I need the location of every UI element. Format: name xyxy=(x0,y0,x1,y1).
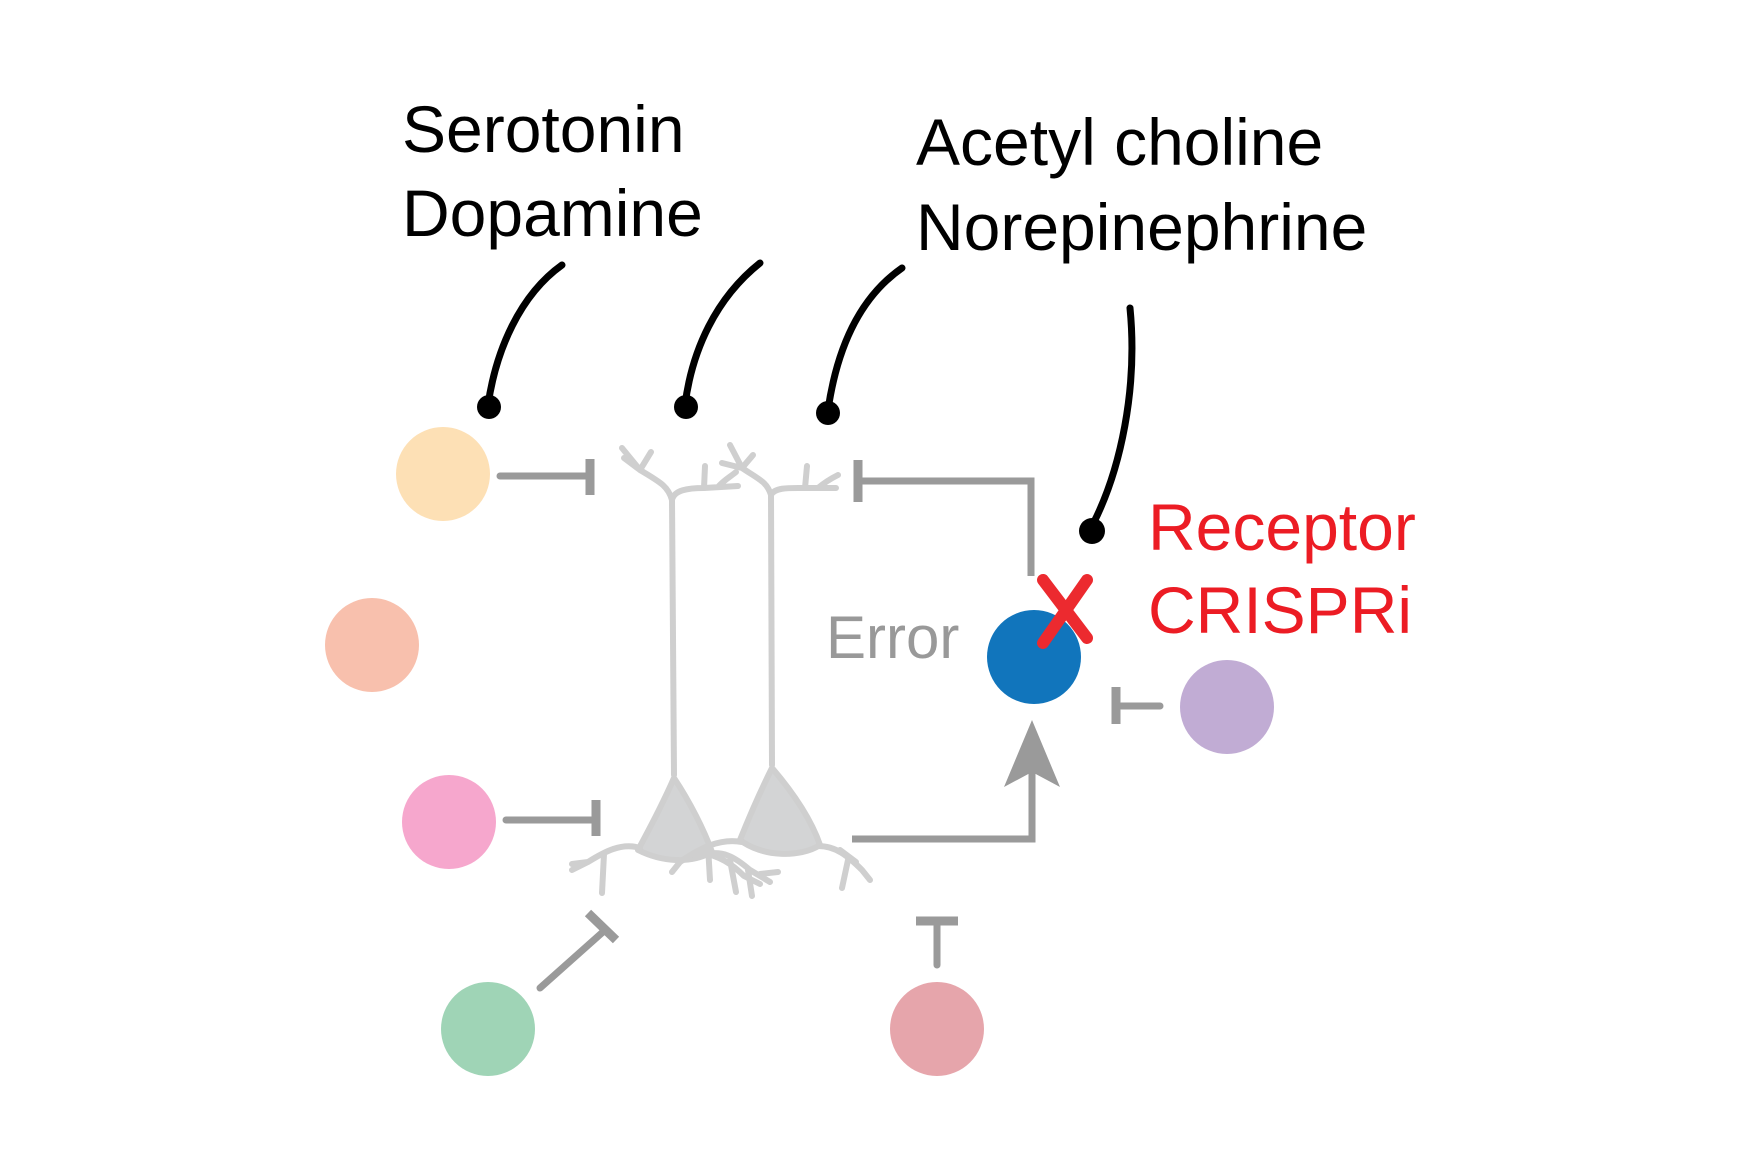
inhibit-lavender-to-error xyxy=(1111,687,1164,724)
inhibit-peach-to-neuron xyxy=(496,459,595,495)
label-acetylcholine: Acetyl choline xyxy=(916,105,1323,179)
node-peach xyxy=(396,427,490,521)
node-rose xyxy=(890,982,984,1076)
inhibition-bar-icon xyxy=(584,909,620,944)
label-serotonin-dopamine: Serotonin Dopamine xyxy=(402,92,703,250)
inhibit-rose-to-neuron xyxy=(916,916,958,969)
apical-tuft xyxy=(719,442,841,498)
label-dopamine: Dopamine xyxy=(402,176,703,250)
label-serotonin: Serotonin xyxy=(402,92,685,166)
pointer-line xyxy=(681,259,764,409)
soma xyxy=(737,765,823,857)
pointer-serotonin xyxy=(477,261,566,419)
label-crispri: CRISPRi xyxy=(1148,573,1412,647)
red-x-icon xyxy=(1037,574,1093,649)
pointer-dot xyxy=(674,395,698,419)
pointer-dot xyxy=(816,401,840,425)
arrow-up-icon xyxy=(1004,720,1060,787)
connector-line xyxy=(536,927,608,992)
excite-neuron-to-error xyxy=(852,720,1060,843)
label-receptor-crispri: Receptor CRISPRi xyxy=(1148,490,1416,647)
node-lavender xyxy=(1180,660,1274,754)
basal-dendrites xyxy=(569,843,781,899)
label-receptor: Receptor xyxy=(1148,490,1416,564)
pointer-line xyxy=(1090,304,1136,526)
apical-dendrite xyxy=(768,492,775,768)
connector-line xyxy=(861,477,1035,576)
basal-dendrites xyxy=(669,838,873,895)
node-error xyxy=(987,610,1081,704)
pointer-dot xyxy=(1079,518,1105,544)
pointer-dot xyxy=(477,395,501,419)
pointer-dopamine xyxy=(674,259,764,419)
connector-line xyxy=(852,770,1036,843)
label-acetylcholine-norepinephrine: Acetyl choline Norepinephrine xyxy=(916,105,1367,264)
label-norepinephrine: Norepinephrine xyxy=(916,190,1367,264)
pointer-line xyxy=(484,261,566,409)
pointer-acetylcholine xyxy=(816,264,906,425)
inhibit-green-to-neuron xyxy=(536,909,620,992)
node-pink xyxy=(402,775,496,869)
pyramidal-neuron-right xyxy=(669,442,873,895)
label-error: Error xyxy=(826,604,959,671)
pointer-line xyxy=(824,264,906,414)
inhibit-pink-to-neuron xyxy=(502,800,601,836)
inhibit-error-to-neuron xyxy=(853,460,1035,576)
pointer-norepinephrine xyxy=(1079,304,1136,544)
node-salmon xyxy=(325,598,419,692)
apical-tuft xyxy=(619,445,741,503)
cross-stroke xyxy=(1037,574,1093,649)
node-green xyxy=(441,982,535,1076)
apical-dendrite xyxy=(669,497,677,778)
